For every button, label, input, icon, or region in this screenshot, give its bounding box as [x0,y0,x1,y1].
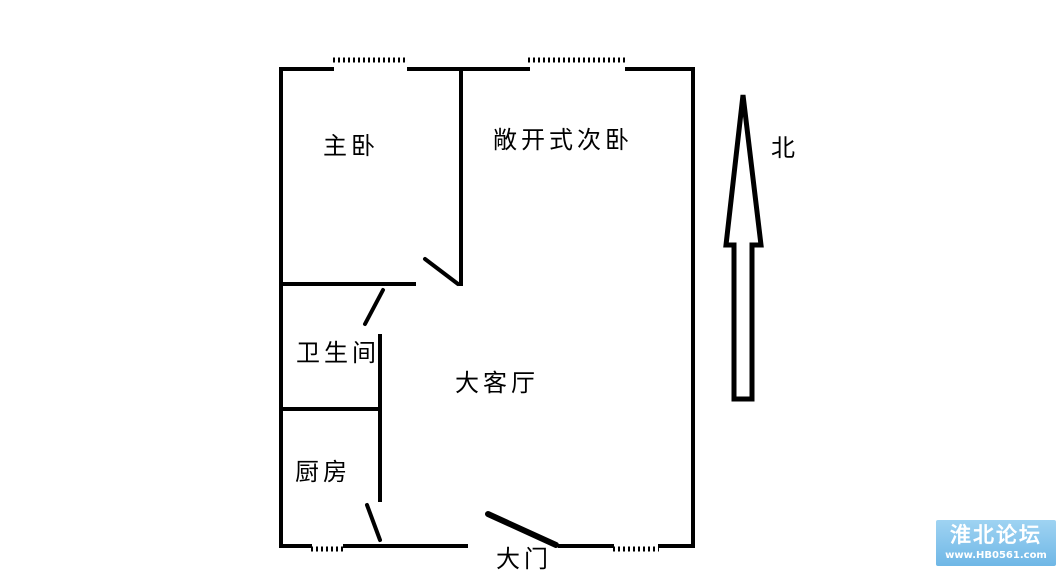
master-bedroom-door [423,257,460,286]
site-watermark: 淮北论坛 www.HB0561.com [936,520,1056,566]
main-door-label: 大门 [496,545,552,573]
watermark-url: www.HB0561.com [945,550,1047,561]
bathroom-label: 卫生间 [296,339,380,367]
kitchen-label: 厨房 [295,458,351,486]
north-label: 北 [771,134,799,162]
main-door [485,511,559,548]
master-bedroom-label: 主卧 [323,132,379,160]
bathroom-door [363,288,385,326]
open-bedroom-label: 敞开式次卧 [493,126,633,154]
windows [311,57,659,552]
doors [363,257,559,548]
walls [279,67,695,548]
living-room-label: 大客厅 [455,369,539,397]
watermark-title: 淮北论坛 [950,523,1042,547]
kitchen-door [365,503,382,542]
north-arrow-icon [723,94,764,402]
